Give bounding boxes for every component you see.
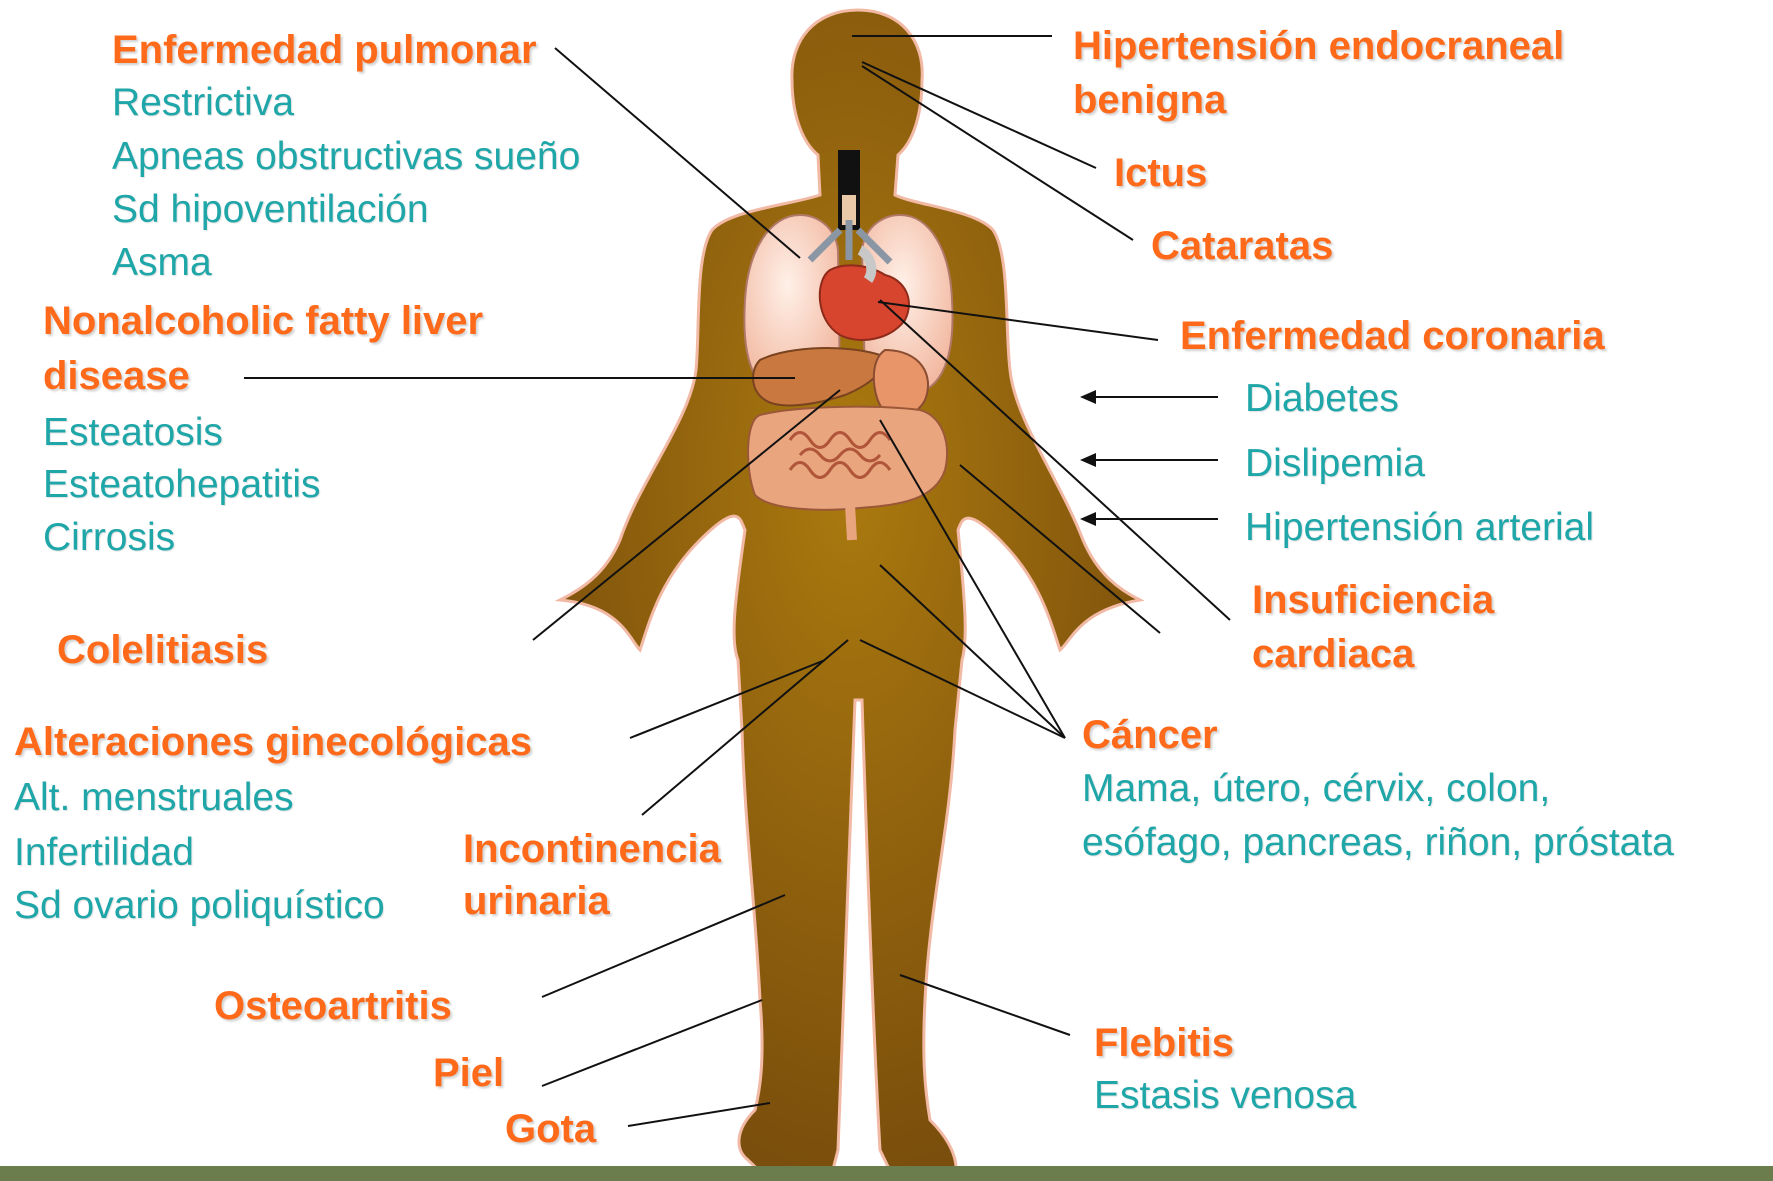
- coronaria-factor-diabetes: Diabetes: [1245, 379, 1399, 418]
- nafld-title-line2: disease: [43, 356, 190, 396]
- insuficiencia-cardiaca-line2: cardiaca: [1252, 634, 1414, 674]
- hipertension-endocraneal-line2: benigna: [1073, 80, 1226, 120]
- enfermedad-pulmonar-title: Enfermedad pulmonar: [112, 30, 537, 70]
- nafld-item-cirrosis: Cirrosis: [43, 518, 175, 557]
- ginecologicas-item-infertilidad: Infertilidad: [14, 833, 194, 872]
- osteoartritis-title: Osteoartritis: [214, 986, 452, 1026]
- hipertension-endocraneal-line1: Hipertensión endocraneal: [1073, 26, 1564, 66]
- footer-bar: [0, 1166, 1773, 1181]
- ginecologicas-item-menstruales: Alt. menstruales: [14, 778, 294, 817]
- nafld-title-line1: Nonalcoholic fatty liver: [43, 301, 483, 341]
- ginecologicas-item-ovario: Sd ovario poliquístico: [14, 886, 385, 925]
- incontinencia-title-line2: urinaria: [463, 881, 610, 921]
- pulmonar-item-restrictiva: Restrictiva: [112, 83, 294, 122]
- cancer-line2: esófago, pancreas, riñon, próstata: [1082, 823, 1674, 862]
- enfermedad-coronaria-title: Enfermedad coronaria: [1180, 316, 1605, 356]
- flebitis-item-estasis: Estasis venosa: [1094, 1076, 1356, 1115]
- coronaria-factor-dislipemia: Dislipemia: [1245, 444, 1425, 483]
- cataratas-title: Cataratas: [1151, 226, 1333, 266]
- colelitiasis-title: Colelitiasis: [57, 630, 268, 670]
- ginecologicas-title: Alteraciones ginecológicas: [14, 722, 532, 762]
- pulmonar-item-hipoventilacion: Sd hipoventilación: [112, 190, 429, 229]
- flebitis-title: Flebitis: [1094, 1023, 1234, 1063]
- pulmonar-item-asma: Asma: [112, 243, 212, 282]
- piel-title: Piel: [433, 1053, 504, 1093]
- cancer-line1: Mama, útero, cérvix, colon,: [1082, 769, 1550, 808]
- cancer-title: Cáncer: [1082, 715, 1218, 755]
- pulmonar-item-apneas: Apneas obstructivas sueño: [112, 137, 580, 176]
- nafld-item-esteatohepatitis: Esteatohepatitis: [43, 465, 321, 504]
- arrowheads: [1080, 390, 1096, 526]
- insuficiencia-cardiaca-line1: Insuficiencia: [1252, 580, 1494, 620]
- ictus-title: Ictus: [1114, 153, 1207, 193]
- coronaria-factor-hipertension: Hipertensión arterial: [1245, 508, 1594, 547]
- nafld-item-esteatosis: Esteatosis: [43, 413, 223, 452]
- intestines: [748, 407, 947, 510]
- gota-title: Gota: [505, 1109, 596, 1149]
- incontinencia-title-line1: Incontinencia: [463, 829, 721, 869]
